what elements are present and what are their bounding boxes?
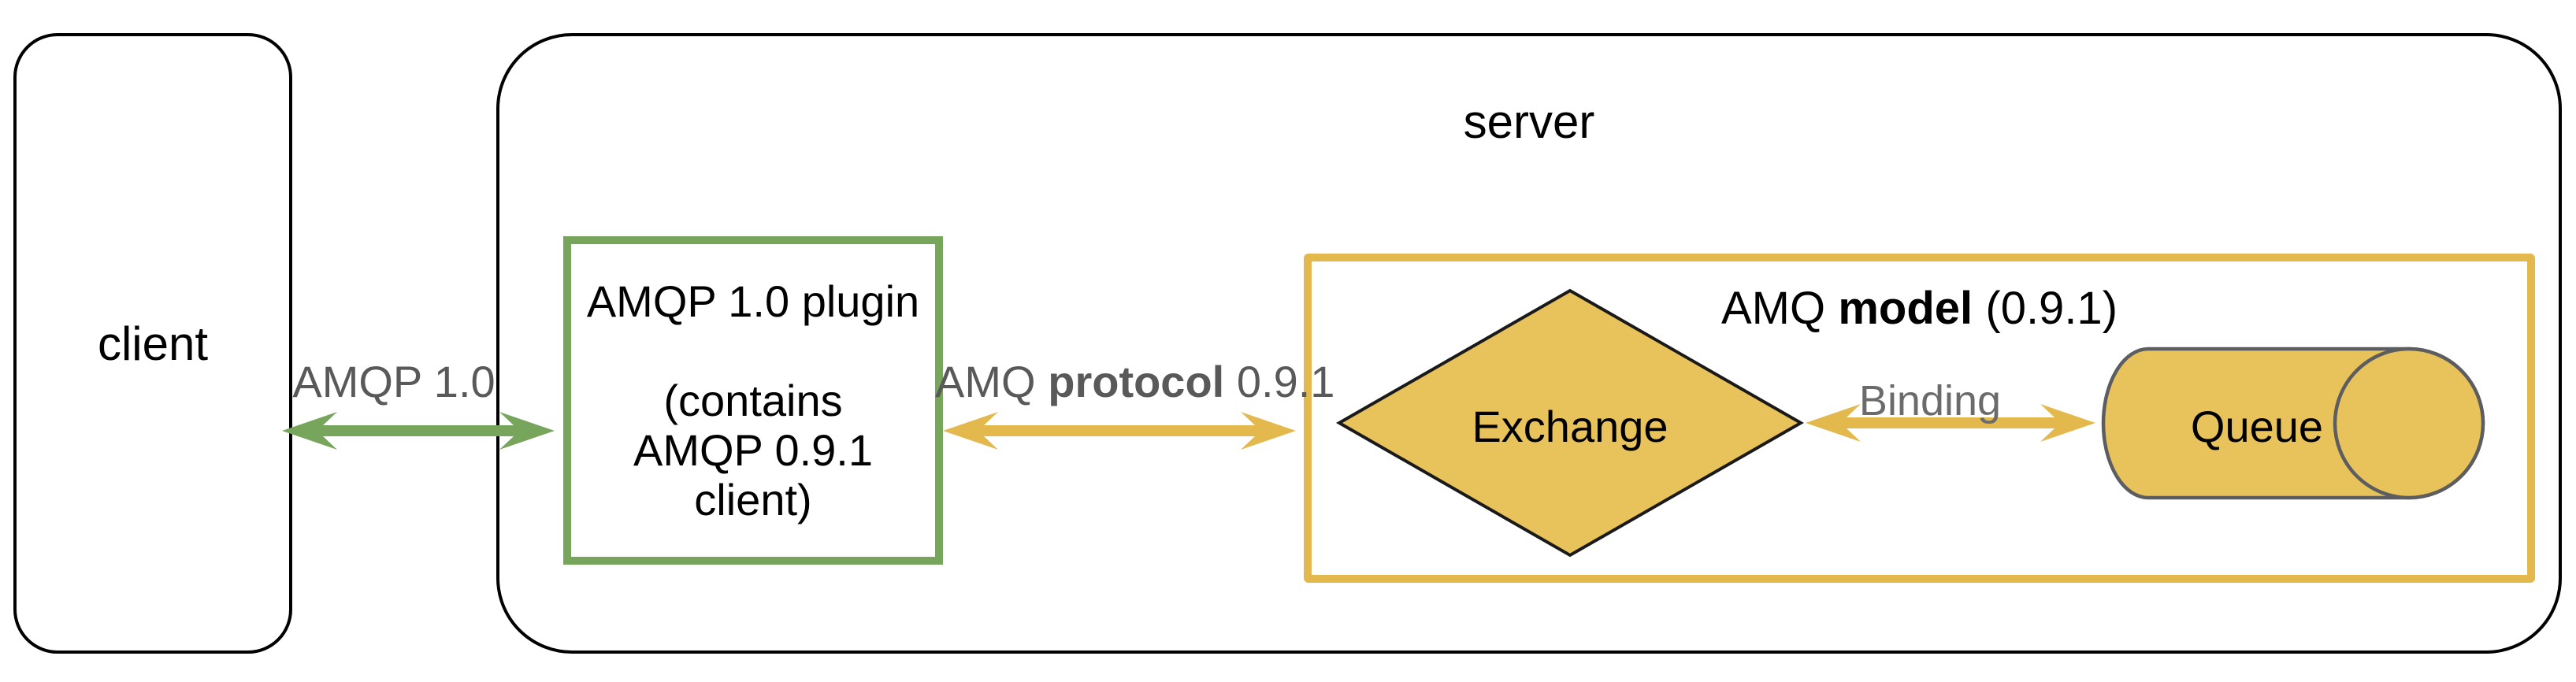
plugin-box: AMQP 1.0 plugin (contains AMQP 0.9.1 cli… (563, 236, 943, 565)
server-label: server (1463, 95, 1595, 148)
model-box (1304, 254, 2535, 583)
protocol-label-prefix: AMQ (935, 357, 1036, 406)
client-box: client (13, 33, 292, 654)
plugin-subtitle-line-1: (contains (663, 376, 843, 425)
protocol-label-bold: protocol (1048, 357, 1225, 406)
model-label-prefix: AMQ (1720, 283, 1826, 334)
protocol-label-suffix: 0.9.1 (1236, 357, 1335, 406)
exchange-label: Exchange (1472, 402, 1668, 451)
model-label-bold: model (1838, 283, 1973, 334)
plugin-subtitle-line-2: AMQP 0.9.1 (633, 425, 873, 475)
plugin-subtitle-line-3: client) (694, 475, 812, 524)
plugin-title: AMQP 1.0 plugin (586, 276, 920, 326)
amqp10-arrow-label: AMQP 1.0 (292, 357, 496, 406)
client-label: client (97, 317, 209, 370)
binding-arrow-label: Binding (1858, 377, 2002, 424)
model-label-suffix: (0.9.1) (1985, 283, 2118, 334)
queue-label: Queue (2190, 402, 2324, 451)
